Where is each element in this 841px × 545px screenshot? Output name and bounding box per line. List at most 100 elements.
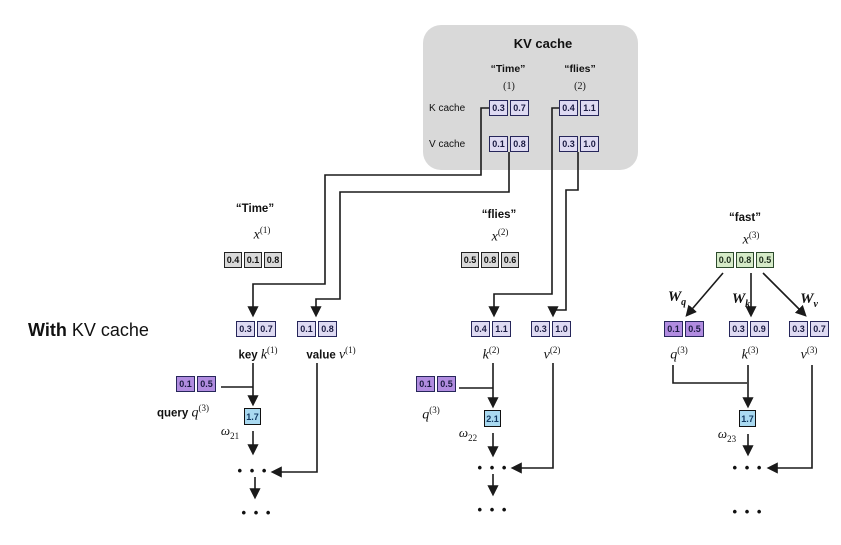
vcache-time-vector: 0.1 0.8: [489, 136, 529, 152]
cell: 0.0: [716, 252, 734, 268]
arrow-vcache2-to-v2: [547, 152, 579, 318]
cell: 0.1: [664, 321, 683, 337]
diagram-title-rest: KV cache: [66, 320, 149, 340]
token-word-fast: “fast”: [729, 212, 761, 224]
token-word-flies: “flies”: [481, 209, 517, 221]
kcache-time-vector: 0.3 0.7: [489, 100, 529, 116]
diagram-title-bold: With: [28, 320, 67, 340]
v1-vector: 0.1 0.8: [297, 321, 337, 337]
arrow-wq: [685, 272, 724, 317]
ellipsis: • • •: [477, 502, 509, 517]
cell: 0.8: [318, 321, 337, 337]
cell: 0.4: [471, 321, 490, 337]
v3-label: v(3): [800, 345, 818, 363]
ellipsis: • • •: [732, 504, 764, 519]
omega21-label: ω21: [220, 423, 240, 442]
cell: 2.1: [484, 410, 501, 427]
ellipsis: • • •: [477, 460, 509, 475]
x3-symbol: x(3): [742, 230, 760, 248]
cell: 1.7: [244, 408, 261, 425]
k3-label: k(3): [741, 345, 759, 363]
cell: 0.8: [736, 252, 754, 268]
q3-vector: 0.1 0.5: [664, 321, 704, 337]
cell: 0.3: [729, 321, 748, 337]
cell: 0.3: [489, 100, 508, 116]
kv-row-v-cache: V cache: [429, 139, 466, 150]
cell: 0.1: [297, 321, 316, 337]
omega23-box: 1.7: [739, 410, 756, 427]
q3-label: q(3): [670, 345, 688, 363]
kv-col-index-1: (1): [503, 81, 515, 92]
k1-vector: 0.3 0.7: [236, 321, 276, 337]
cell: 1.0: [580, 136, 599, 152]
cell: 0.3: [531, 321, 550, 337]
arrow-vcache1-to-v1: [310, 152, 510, 318]
arrow-v2-to-dots: [510, 363, 554, 474]
kcache-flies-vector: 0.4 1.1: [559, 100, 599, 116]
wq-label: Wq: [667, 289, 687, 309]
ellipsis: • • •: [241, 505, 273, 520]
cell: 0.1: [244, 252, 262, 268]
kv-col-index-2: (2): [574, 81, 586, 92]
cell: 0.8: [481, 252, 499, 268]
cell: 0.9: [750, 321, 769, 337]
k2-label: k(2): [482, 345, 500, 363]
query3-mid-label: q(3): [422, 405, 440, 423]
cell: 0.8: [264, 252, 282, 268]
arrow-v1-to-dots: [270, 363, 318, 478]
x1-embedding-vector: 0.4 0.1 0.8: [224, 252, 282, 268]
token-word-time: “Time”: [235, 203, 275, 215]
omega21-box: 1.7: [244, 408, 261, 425]
x1-symbol: x(1): [253, 225, 271, 243]
arrow-wv: [762, 272, 807, 317]
cell: 0.1: [489, 136, 508, 152]
line-q3-right-to-junction: [672, 365, 747, 384]
k3-vector: 0.3 0.9: [729, 321, 769, 337]
arrow-v3-to-dots: [766, 365, 813, 474]
cell: 0.7: [257, 321, 276, 337]
ellipsis: • • •: [732, 460, 764, 475]
v1-label: value v(1): [306, 345, 356, 363]
kv-col-flies: “flies”: [564, 63, 596, 75]
omega22-box: 2.1: [484, 410, 501, 427]
cell: 0.3: [236, 321, 255, 337]
diagram-title: With KV cache: [28, 320, 149, 342]
cell: 1.1: [492, 321, 511, 337]
cell: 0.7: [510, 100, 529, 116]
cell: 0.5: [685, 321, 704, 337]
v2-vector: 0.3 1.0: [531, 321, 571, 337]
k2-vector: 0.4 1.1: [471, 321, 511, 337]
cell: 0.3: [559, 136, 578, 152]
query3-mid-vector: 0.1 0.5: [416, 376, 456, 392]
cell: 0.5: [437, 376, 456, 392]
cell: 0.1: [176, 376, 195, 392]
x2-embedding-vector: 0.5 0.8 0.6: [461, 252, 519, 268]
omega22-label: ω22: [458, 425, 478, 444]
ellipsis: • • •: [237, 463, 269, 478]
cell: 0.1: [416, 376, 435, 392]
kv-col-time: “Time”: [490, 63, 526, 75]
x3-embedding-vector: 0.0 0.8 0.5: [716, 252, 774, 268]
cell: 1.7: [739, 410, 756, 427]
wv-label: Wv: [800, 291, 818, 311]
cell: 0.5: [197, 376, 216, 392]
v3-vector: 0.3 0.7: [789, 321, 829, 337]
cell: 1.1: [580, 100, 599, 116]
cell: 0.5: [461, 252, 479, 268]
k1-label: key k(1): [238, 345, 278, 363]
omega23-label: ω23: [717, 426, 737, 445]
cell: 0.6: [501, 252, 519, 268]
cell: 0.8: [510, 136, 529, 152]
vcache-flies-vector: 0.3 1.0: [559, 136, 599, 152]
cell: 0.5: [756, 252, 774, 268]
cell: 0.3: [789, 321, 808, 337]
kv-panel-title: KV cache: [513, 36, 573, 51]
cell: 0.4: [224, 252, 242, 268]
x2-symbol: x(2): [491, 227, 509, 245]
kv-row-k-cache: K cache: [429, 103, 466, 114]
wk-label: Wk: [731, 291, 751, 311]
query3-left-label: query q(3): [156, 403, 210, 421]
cell: 0.7: [810, 321, 829, 337]
